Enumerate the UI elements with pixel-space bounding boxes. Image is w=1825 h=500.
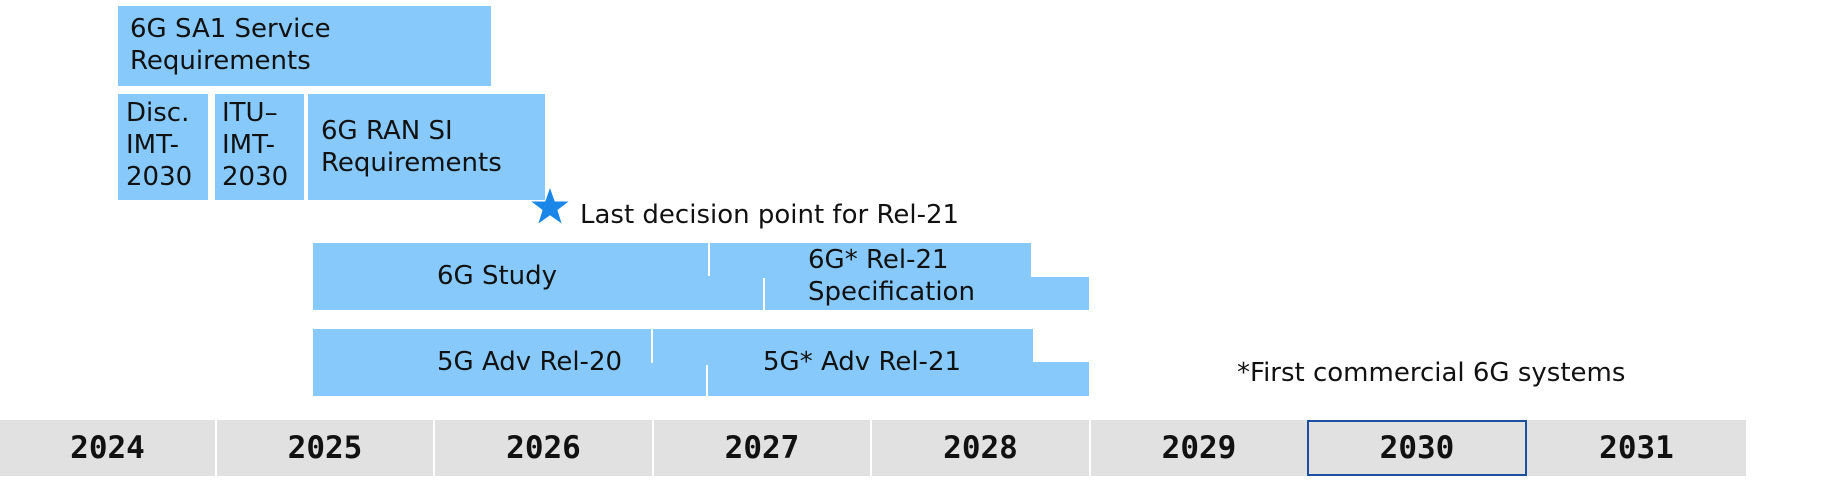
block-disc-imt-2030-label: Disc. IMT- 2030 (126, 97, 192, 193)
year-2025: 2025 (215, 420, 433, 476)
block-5g-adv-rel21-label: 5G* Adv Rel-21 (763, 347, 962, 377)
block-disc-label-line1: Disc. (126, 98, 190, 128)
block-disc-imt-2030 (118, 94, 208, 200)
block-itu-label-line2: IMT- (222, 130, 275, 160)
block-itu-imt-2030-label: ITU– IMT- 2030 (222, 97, 288, 193)
block-itu-label-line1: ITU– (222, 98, 278, 128)
block-6g-sa1-label-line1: 6G SA1 Service (130, 14, 331, 44)
block-6g-rel21-spec-line1: 6G* Rel-21 (808, 245, 949, 275)
block-6g-rel21-spec-line2: Specification (808, 277, 975, 307)
year-2030-highlighted: 2030 (1307, 420, 1527, 476)
block-itu-imt-2030 (215, 94, 304, 200)
block-6g-sa1-label-line2: Requirements (130, 46, 311, 76)
block-6g-sa1-label: 6G SA1 Service Requirements (130, 13, 331, 77)
block-5g-adv-rel20-label: 5G Adv Rel-20 (437, 347, 623, 377)
block-disc-label-line2: IMT- (126, 130, 179, 160)
block-6g-ran-si-requirements (308, 94, 545, 200)
block-6g-rel21-spec-label: 6G* Rel-21 Specification (808, 244, 975, 308)
star-icon (531, 188, 569, 224)
year-2027: 2027 (652, 420, 870, 476)
block-6g-ran-si-label: 6G RAN SI Requirements (321, 115, 502, 179)
year-2029: 2029 (1089, 420, 1307, 476)
year-axis: 2024 2025 2026 2027 2028 2029 2030 2031 (0, 420, 1746, 476)
block-6g-ran-si-label-line1: 6G RAN SI (321, 116, 453, 146)
year-2026: 2026 (433, 420, 652, 476)
block-6g-rel21-spec (710, 243, 1089, 310)
block-5g-adv-rel20 (313, 329, 706, 396)
block-5g-adv-rel21 (653, 329, 1089, 396)
year-2028: 2028 (870, 420, 1089, 476)
block-6g-sa1-service-requirements (118, 6, 491, 86)
block-itu-label-line3: 2030 (222, 162, 289, 192)
year-2024: 2024 (70, 430, 145, 466)
block-6g-study (313, 243, 763, 310)
milestone-label: Last decision point for Rel-21 (580, 200, 960, 230)
year-2031: 2031 (1599, 430, 1674, 466)
footnote: *First commercial 6G systems (1237, 358, 1626, 388)
block-disc-label-line3: 2030 (126, 162, 193, 192)
block-6g-ran-si-label-line2: Requirements (321, 148, 502, 178)
block-6g-study-label: 6G Study (437, 261, 558, 291)
